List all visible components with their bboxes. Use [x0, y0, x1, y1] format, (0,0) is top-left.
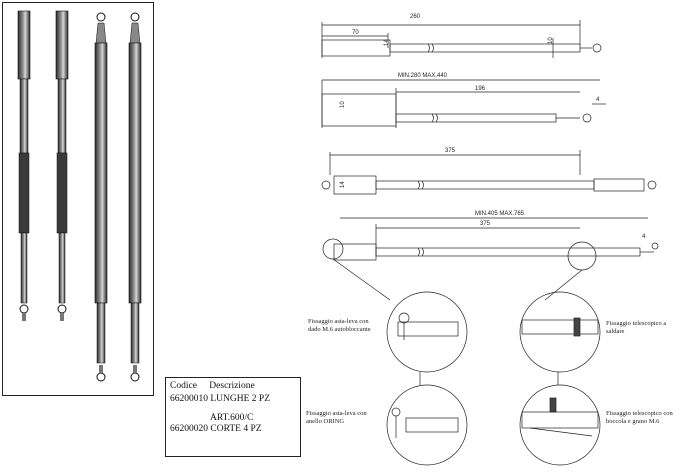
- drawing-1: [321, 20, 602, 58]
- product-photo: [2, 2, 154, 396]
- dim-range-4: MIN.405 MAX.765: [475, 211, 525, 217]
- dim-overall-length: 260: [410, 14, 421, 20]
- dim-diameter-1: 14: [384, 39, 390, 46]
- drawings-svg: [321, 20, 659, 466]
- dim-diameter-2: 10: [340, 101, 346, 108]
- dim-tip-1: 10: [548, 37, 554, 44]
- caption-detail-4: Fissaggio telescopico con boccola e gran…: [606, 410, 673, 425]
- drawing-4: [322, 217, 659, 271]
- dim-length-3: 375: [445, 148, 456, 154]
- dim-tip-4: 4: [642, 234, 646, 240]
- callout-lines: [332, 258, 583, 385]
- rods-illustration: [17, 10, 142, 382]
- table-header: Codice Descrizione: [170, 381, 296, 392]
- caption-detail-2: Fissaggio telescopico a saldare: [606, 320, 667, 335]
- article-number: ART.600/C: [210, 413, 254, 423]
- product-code-table: Codice Descrizione 66200010 LUNGHE 2 PZ …: [165, 377, 301, 457]
- detail-circle-1: [386, 291, 468, 373]
- rod-short-2: [55, 10, 69, 321]
- rod-long-1: [94, 12, 108, 382]
- dim-diameter-3: 14: [340, 181, 346, 188]
- dim-tip-2: 4: [596, 97, 600, 103]
- table-row-short: 66200020 CORTE 4 PZ: [170, 424, 262, 434]
- drawing-2: [321, 79, 606, 128]
- column-code: Codice: [170, 381, 197, 391]
- column-description: Descrizione: [209, 381, 255, 391]
- technical-drawings: 260 70 14 10 MIN.280 MAX.440 196 10 4 37…: [300, 0, 699, 473]
- rod-short-1: [17, 10, 31, 321]
- rod-long-2: [128, 12, 142, 382]
- table-row-long: 66200010 LUNGHE 2 PZ: [170, 394, 271, 404]
- dim-length-4: 375: [480, 221, 491, 227]
- caption-detail-3: Fissaggio asta-leva con anello ORING: [306, 410, 367, 425]
- dim-range-2: MIN.280 MAX.440: [398, 73, 448, 79]
- dim-offset: 70: [352, 30, 359, 36]
- caption-detail-1: Fissaggio asta-leva con dado M.6 autoblo…: [308, 318, 371, 333]
- drawing-3: [321, 150, 657, 195]
- dim-length-2: 196: [475, 86, 486, 92]
- detail-circle-4: [519, 384, 601, 466]
- detail-circle-3: [386, 384, 468, 466]
- detail-circle-2: [519, 291, 601, 373]
